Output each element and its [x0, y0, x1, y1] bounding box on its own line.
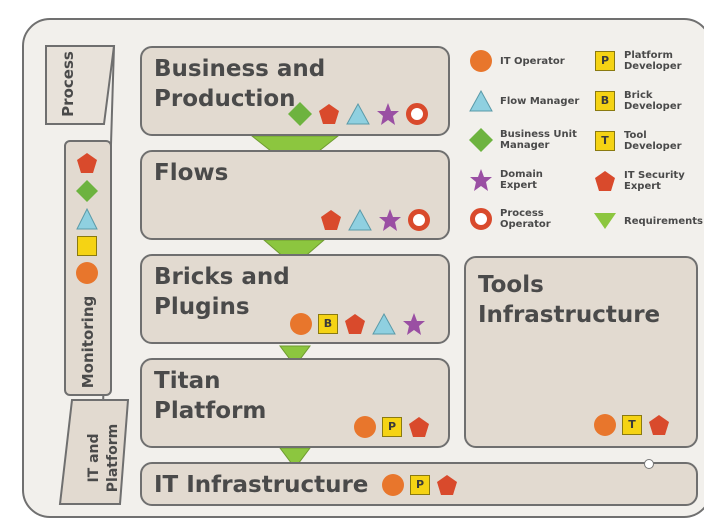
legend-process-operator: Process Operator	[468, 208, 551, 230]
pentagon-icon	[320, 209, 342, 231]
platform-developer-badge: P	[382, 417, 402, 437]
diamond-icon	[76, 180, 98, 202]
layer-title: Bricks and Plugins	[154, 264, 290, 320]
brick-developer-badge: B	[318, 314, 338, 334]
flows-layer: Flows	[140, 150, 450, 240]
ring-icon	[408, 209, 430, 231]
legend-it-operator: IT Operator	[468, 50, 565, 72]
circle-icon	[382, 474, 404, 496]
triangle-icon	[372, 313, 396, 335]
pentagon-icon	[594, 170, 616, 192]
pentagon-icon	[76, 152, 98, 174]
circle-icon	[354, 416, 376, 438]
legend-brick-developer: B Brick Developer	[592, 90, 682, 112]
circle-icon	[594, 414, 616, 436]
layer-title: Tools Infrastructure	[478, 272, 661, 328]
bricks-plugins-layer: Bricks and Plugins B	[140, 254, 450, 344]
mouse-cursor	[644, 459, 654, 469]
triangle-icon	[469, 90, 493, 112]
legend-platform-developer: P Platform Developer	[592, 50, 682, 72]
layer-title: Business and Production	[154, 56, 326, 112]
requirements-arrow-icon	[593, 212, 617, 230]
circle-icon	[76, 262, 98, 284]
business-production-layer: Business and Production	[140, 46, 450, 136]
layer-title: Titan Platform	[154, 368, 267, 424]
star-icon	[378, 208, 402, 232]
legend-tool-developer: T Tool Developer	[592, 130, 682, 152]
requirements-arrow	[262, 239, 326, 267]
square-icon	[77, 236, 97, 256]
legend-domain-expert: Domain Expert	[468, 168, 543, 192]
triangle-icon	[346, 103, 370, 125]
circle-icon	[470, 50, 492, 72]
pentagon-icon	[344, 313, 366, 335]
pentagon-icon	[318, 103, 340, 125]
platform-developer-badge: P	[595, 51, 615, 71]
ring-icon	[406, 103, 428, 125]
process-label: Process	[59, 51, 77, 117]
requirements-arrow	[279, 345, 311, 367]
legend-it-security-expert: IT Security Expert	[592, 170, 685, 192]
monitoring-icons	[76, 152, 98, 284]
pentagon-icon	[408, 416, 430, 438]
layer-title: IT Infrastructure	[154, 472, 369, 498]
triangle-icon	[348, 209, 372, 231]
circle-icon	[290, 313, 312, 335]
star-icon	[469, 168, 493, 192]
tool-developer-badge: T	[595, 131, 615, 151]
brick-developer-badge: B	[595, 91, 615, 111]
pentagon-icon	[436, 474, 458, 496]
diamond-icon	[288, 102, 312, 126]
legend-requirements: Requirements	[592, 212, 703, 230]
triangle-icon	[76, 208, 98, 230]
legend-business-unit-manager: Business Unit Manager	[468, 128, 577, 152]
requirements-arrow	[279, 447, 311, 469]
titan-platform-layer: Titan Platform P	[140, 358, 450, 448]
star-icon	[402, 312, 426, 336]
tool-developer-badge: T	[622, 415, 642, 435]
star-icon	[376, 102, 400, 126]
monitoring-label: Monitoring	[79, 295, 97, 389]
tools-infrastructure-box: Tools Infrastructure T	[464, 256, 698, 448]
ring-icon	[470, 208, 492, 230]
it-platform-label: IT and Platform	[86, 423, 121, 493]
it-platform-panel	[58, 399, 130, 505]
it-infrastructure-layer: IT Infrastructure P	[140, 462, 698, 506]
legend-flow-manager: Flow Manager	[468, 90, 579, 112]
pentagon-icon	[648, 414, 670, 436]
platform-developer-badge: P	[410, 475, 430, 495]
layer-title: Flows	[154, 160, 229, 186]
diamond-icon	[469, 128, 493, 152]
